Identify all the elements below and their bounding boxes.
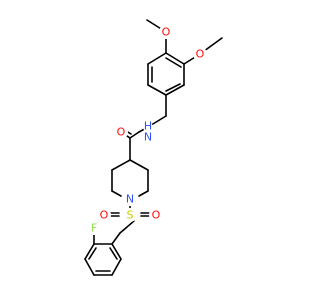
bond-ring1-c	[165, 84, 185, 96]
svg-text:N: N	[144, 131, 152, 144]
bond-ring2-f	[111, 258, 122, 276]
atom-S-sulfonyl: S	[123, 208, 137, 222]
bond-pip-c	[138, 190, 149, 197]
bond-ring2-d	[84, 258, 95, 276]
bond-ring1-f	[147, 52, 167, 65]
svg-text:O: O	[100, 209, 109, 222]
bond-pip-a	[129, 159, 149, 171]
bond-pip-f	[111, 159, 131, 171]
bond-ring2-a	[111, 232, 121, 245]
svg-text:F: F	[91, 222, 97, 235]
svg-text:H: H	[144, 120, 152, 133]
atom-labels: O O N H O N S O	[87, 25, 207, 235]
atom-O-sulfonyl-left: O	[97, 208, 111, 222]
atom-O-methoxy-top: O	[159, 25, 173, 39]
atom-O-methoxy-right: O	[193, 47, 207, 61]
atom-O-carbonyl: O	[114, 125, 128, 139]
bonds	[84, 19, 223, 276]
bond-pip-d	[111, 190, 122, 197]
svg-text:O: O	[162, 26, 171, 39]
bond-ring1-inner-2	[165, 83, 181, 92]
bond-ring2-c	[84, 243, 95, 260]
atom-F-fluoro: F	[87, 221, 101, 235]
atom-N-amide: N	[141, 130, 155, 144]
molecule-structure: O O N H O N S O	[84, 19, 223, 276]
bond-ring1-d	[147, 84, 167, 96]
bond-S-CH2	[119, 220, 135, 234]
bond-ring2-inner-3	[109, 247, 118, 260]
atom-N-piperidine: N	[123, 192, 137, 206]
svg-text:O: O	[117, 126, 126, 139]
bond-ring2-inner-1	[88, 247, 97, 260]
svg-text:S: S	[127, 209, 134, 222]
bond-ring2-g	[111, 243, 122, 260]
atom-H-amide: H	[143, 120, 153, 133]
bond-N-C	[129, 131, 140, 139]
svg-text:N: N	[126, 193, 134, 206]
atom-O-sulfonyl-right: O	[149, 208, 163, 222]
bond-ring1-inner-1	[165, 57, 182, 68]
svg-text:O: O	[152, 209, 161, 222]
svg-text:O: O	[196, 48, 205, 61]
bond-ring1-a	[165, 52, 185, 65]
